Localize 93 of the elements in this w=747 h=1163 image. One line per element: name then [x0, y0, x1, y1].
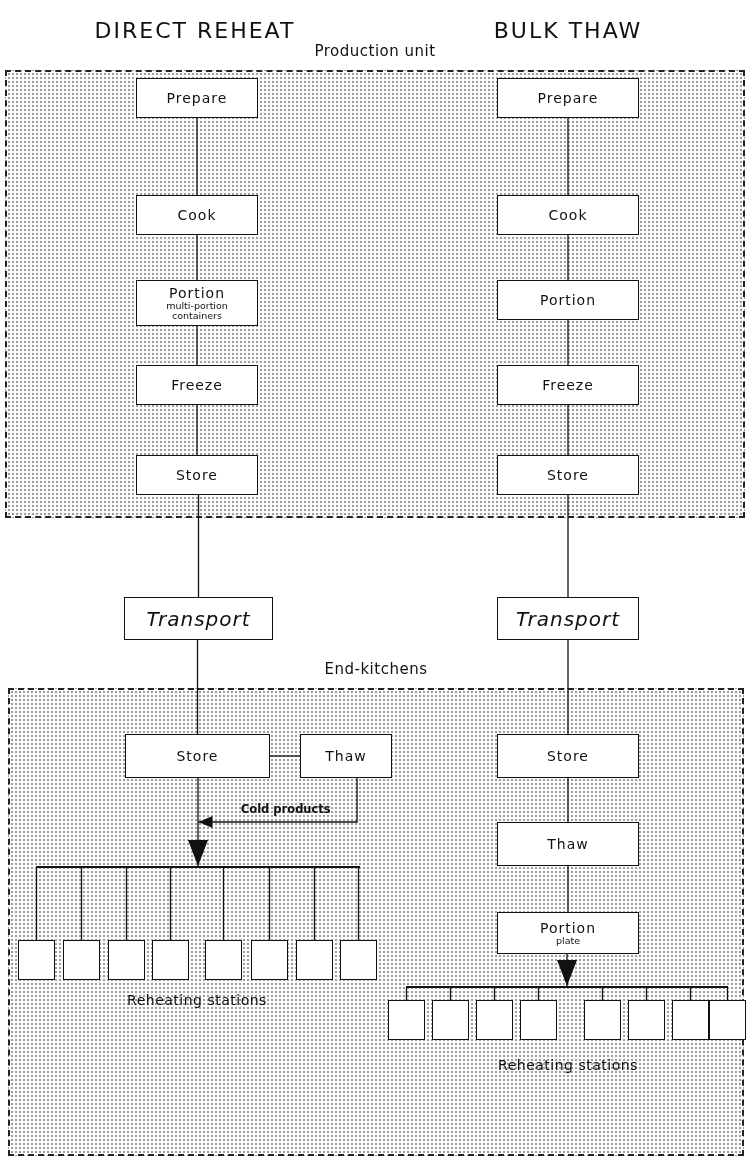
connector-line — [567, 494, 569, 598]
group-caption: Reheating stations — [498, 1057, 638, 1073]
connector-line — [222, 867, 225, 941]
connector-line — [196, 325, 198, 366]
process-box — [497, 734, 639, 778]
process-box — [497, 195, 639, 235]
station-box — [432, 1000, 469, 1040]
process-box — [136, 365, 258, 405]
connector-line — [601, 987, 604, 1001]
station-box — [520, 1000, 557, 1040]
box-label: Freeze — [542, 376, 594, 394]
connector-line — [567, 319, 569, 366]
process-box — [136, 195, 258, 235]
process-box — [497, 912, 639, 954]
station-box — [108, 940, 145, 980]
process-box — [497, 455, 639, 495]
process-box — [136, 280, 258, 326]
box-label: Store — [547, 747, 589, 765]
connector-line — [537, 987, 540, 1001]
region-heading: Production unit — [313, 42, 437, 60]
station-box — [672, 1000, 709, 1040]
box-label: Store — [176, 466, 218, 484]
station-box — [205, 940, 242, 980]
connector-line — [645, 987, 648, 1001]
process-box — [497, 78, 639, 118]
column-title: DIRECT REHEAT — [94, 17, 296, 43]
arrow — [188, 777, 208, 867]
process-box — [136, 455, 258, 495]
connector-line — [80, 867, 83, 941]
connector-line — [169, 867, 172, 941]
station-box — [628, 1000, 665, 1040]
edge-label: Cold products — [240, 802, 331, 816]
connector-line — [313, 867, 316, 941]
station-box — [584, 1000, 621, 1040]
box-label: Portion — [168, 285, 226, 302]
station-box — [340, 940, 377, 980]
station-box — [18, 940, 55, 980]
region-heading: End-kitchens — [323, 660, 429, 678]
connector-line — [196, 639, 199, 735]
box-label: Cook — [177, 206, 217, 224]
connector-line — [269, 755, 301, 757]
station-box — [251, 940, 288, 980]
process-box — [125, 734, 270, 778]
station-box — [63, 940, 100, 980]
connector-line — [196, 234, 198, 281]
process-box — [300, 734, 392, 778]
connector-line — [567, 639, 569, 735]
connector-line — [567, 117, 569, 196]
process-box — [136, 78, 258, 118]
box-label: Portion — [539, 919, 597, 937]
station-box — [476, 1000, 513, 1040]
connector-line — [567, 865, 569, 913]
station-box — [388, 1000, 425, 1040]
station-box — [152, 940, 189, 980]
process-box — [497, 822, 639, 866]
box-label: Store — [176, 747, 219, 765]
process-box — [497, 280, 639, 320]
station-box — [296, 940, 333, 980]
connector-line — [493, 987, 496, 1001]
connector-line — [405, 987, 408, 1001]
connector-line — [268, 867, 271, 941]
connector-line — [357, 867, 360, 941]
box-sublabel: plate — [555, 936, 581, 947]
station-box — [709, 1000, 746, 1040]
process-box — [497, 597, 639, 640]
box-label: Thaw — [547, 835, 589, 853]
process-box — [497, 365, 639, 405]
box-label: Freeze — [171, 376, 223, 394]
connector-line — [689, 987, 692, 1001]
box-label: Transport — [515, 606, 621, 631]
column-title: BULK THAW — [493, 17, 643, 43]
box-sublabel: multi-portion containers — [165, 301, 229, 321]
box-label: Transport — [146, 606, 251, 631]
connector-line — [125, 867, 128, 941]
connector-line — [567, 234, 569, 281]
connector-line — [35, 867, 38, 941]
box-label: Prepare — [166, 89, 228, 107]
connector-line — [726, 987, 729, 1001]
connector-line — [449, 987, 452, 1001]
box-label: Portion — [539, 291, 597, 309]
box-label: Cook — [548, 206, 588, 224]
box-label: Prepare — [537, 89, 599, 107]
process-box — [124, 597, 273, 640]
box-label: Store — [547, 466, 589, 484]
connector-line — [567, 404, 569, 456]
labeled-arrow — [197, 777, 358, 828]
connector-line — [196, 404, 198, 456]
group-caption: Reheating stations — [127, 992, 267, 1008]
connector-line — [197, 494, 200, 598]
connector-line — [196, 117, 198, 196]
connector-line — [567, 777, 569, 823]
arrow — [557, 953, 577, 987]
box-label: Thaw — [325, 747, 367, 765]
